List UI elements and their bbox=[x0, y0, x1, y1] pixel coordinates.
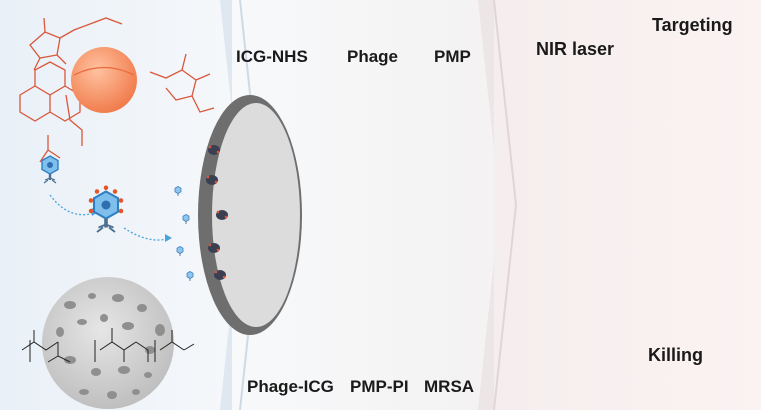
label-killing: Killing bbox=[648, 345, 703, 365]
label-targeting: Targeting bbox=[652, 15, 733, 35]
pmp-pores bbox=[56, 293, 165, 399]
right-panel-bg bbox=[494, 0, 761, 410]
label-pmp: PMP bbox=[434, 47, 471, 66]
label-nir-laser: NIR laser bbox=[536, 39, 615, 59]
label-pmp-pi: PMP-PI bbox=[350, 377, 409, 396]
phage-icg-icon bbox=[88, 185, 124, 233]
polymer-structure bbox=[21, 328, 195, 363]
label-icg-nhs: ICG-NHS bbox=[236, 47, 308, 66]
bacterium-icon bbox=[206, 175, 218, 185]
icg-sphere bbox=[71, 47, 137, 113]
label-phage: Phage bbox=[347, 47, 399, 66]
label-phage-icg: Phage-ICG bbox=[247, 377, 334, 396]
label-mrsa: MRSA bbox=[424, 377, 475, 396]
pmp-sphere bbox=[42, 277, 174, 409]
conjugation-arrow bbox=[49, 194, 99, 216]
